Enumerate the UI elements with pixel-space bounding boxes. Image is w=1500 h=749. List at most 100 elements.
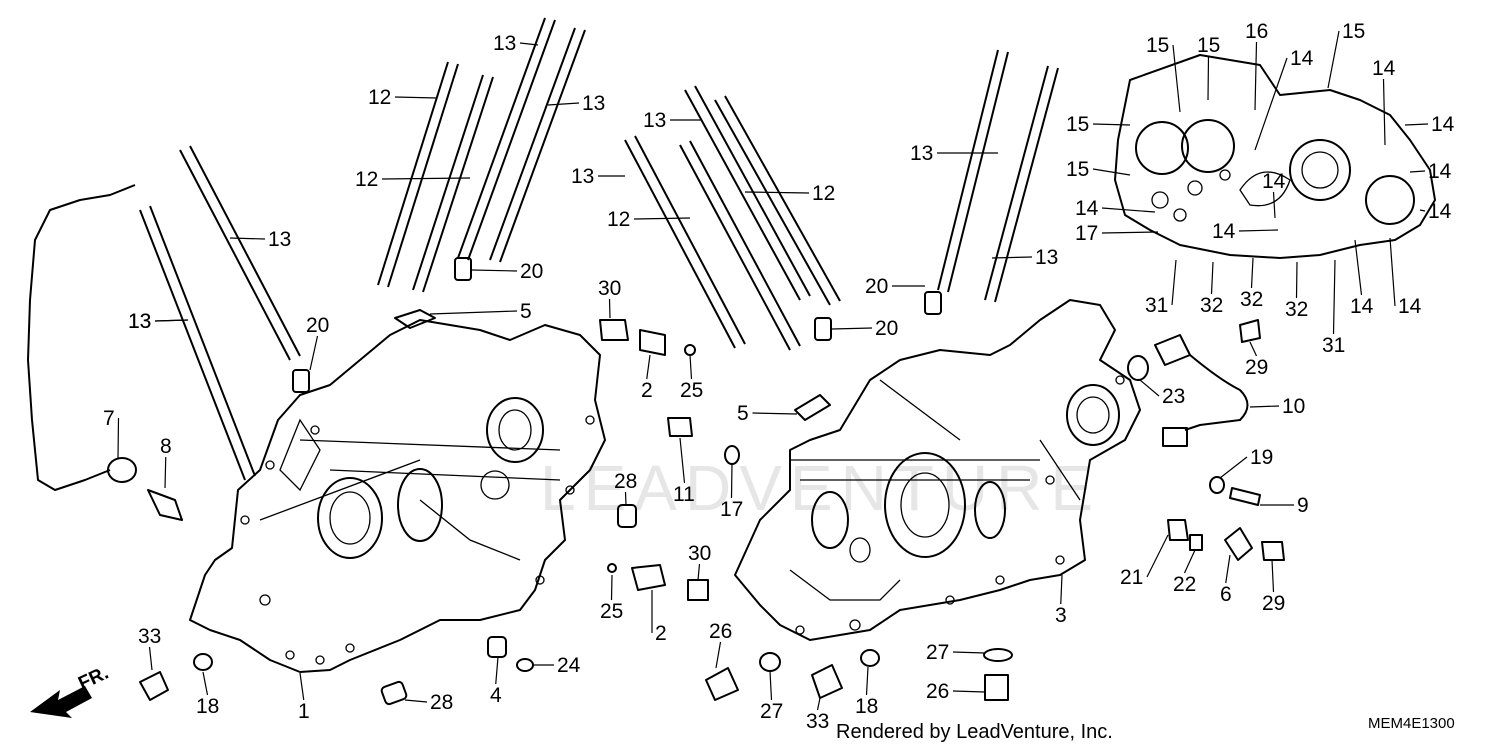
dowel-20c xyxy=(924,291,942,315)
leader-20-d xyxy=(831,327,873,330)
bolt-29b xyxy=(1261,541,1285,561)
dowel-pin-28a xyxy=(617,504,637,528)
callout-23: 23 xyxy=(1162,385,1185,408)
leader-14-d xyxy=(1409,170,1426,173)
callout-28-b: 28 xyxy=(430,691,453,714)
leader-3 xyxy=(1060,574,1063,605)
leader-14-h xyxy=(1238,229,1279,232)
callout-14-c: 14 xyxy=(1431,113,1455,136)
leader-14-a xyxy=(1254,57,1288,151)
callout-15-e: 15 xyxy=(1066,158,1089,181)
leader-12-d xyxy=(744,191,810,194)
callout-5-a: 5 xyxy=(520,300,532,323)
leader-29-a xyxy=(1249,341,1258,357)
bolt-30a xyxy=(599,319,629,341)
callout-13-e: 13 xyxy=(128,310,151,333)
callout-14-f: 14 xyxy=(1428,200,1452,223)
bolt-26a xyxy=(705,667,739,701)
callout-15-d: 15 xyxy=(1066,113,1089,136)
leader-25-b xyxy=(689,354,693,380)
leader-27-b xyxy=(952,651,986,654)
guide-plate-5b xyxy=(794,394,831,421)
leader-13-b xyxy=(229,237,266,240)
stud-bolt-r4 xyxy=(714,95,841,306)
leader-31-b xyxy=(1332,259,1336,335)
stud-bolt-r6 xyxy=(984,65,1059,303)
leader-8 xyxy=(164,456,167,489)
leader-20-b xyxy=(309,335,319,371)
leader-13-a xyxy=(519,42,539,46)
callout-6: 6 xyxy=(1220,583,1232,606)
bolt-33a xyxy=(139,671,169,701)
collar-21 xyxy=(1167,519,1189,541)
leader-13-e xyxy=(154,319,189,322)
dowel-20a xyxy=(292,369,310,393)
leader-18-b xyxy=(865,666,869,696)
callout-20-a: 20 xyxy=(520,260,543,283)
leader-15-d xyxy=(1092,123,1131,126)
stud-bolt-r5 xyxy=(937,49,1009,293)
callout-20-d: 20 xyxy=(875,317,898,340)
leader-29-b xyxy=(1271,559,1275,593)
callout-13-b: 13 xyxy=(268,228,291,251)
leader-2-b xyxy=(646,354,651,380)
leader-4 xyxy=(495,656,499,685)
leader-5-a xyxy=(429,310,518,315)
callout-30-b: 30 xyxy=(688,542,711,565)
stud-bolt-l5 xyxy=(457,17,556,261)
callout-31-b: 31 xyxy=(1322,334,1345,357)
bolt-30b xyxy=(687,579,709,601)
callout-22: 22 xyxy=(1173,573,1196,596)
leader-25-a xyxy=(610,574,613,601)
callout-32-b: 32 xyxy=(1240,288,1263,311)
callout-9: 9 xyxy=(1297,494,1309,517)
callout-13-i: 13 xyxy=(1035,246,1058,269)
leader-33-a xyxy=(148,646,153,671)
callout-14-b: 14 xyxy=(1372,57,1396,80)
leader-15-b xyxy=(1207,55,1210,101)
callout-14-a: 14 xyxy=(1290,47,1314,70)
callout-7: 7 xyxy=(103,407,115,430)
stud-bolt-r2 xyxy=(679,140,801,351)
leader-19 xyxy=(1219,456,1248,479)
callout-3: 3 xyxy=(1055,604,1067,627)
leader-30-a xyxy=(608,298,611,319)
callout-14-h: 14 xyxy=(1212,220,1236,243)
leader-23 xyxy=(1139,379,1160,397)
leader-5-b xyxy=(752,412,798,415)
neutral-switch xyxy=(147,489,183,521)
washer-25b xyxy=(607,563,617,573)
leader-15-c xyxy=(1327,30,1340,89)
footer-rendered-by: Rendered by LeadVenture, Inc. xyxy=(836,721,1113,743)
diagram-code: MEM4E1300 xyxy=(1368,715,1455,732)
callout-29-b: 29 xyxy=(1262,592,1285,615)
callout-25-b: 25 xyxy=(680,379,703,402)
callout-24: 24 xyxy=(557,654,581,677)
leader-13-i xyxy=(991,256,1033,259)
callout-11: 11 xyxy=(673,483,695,506)
callout-10: 10 xyxy=(1282,395,1305,418)
leader-14-g xyxy=(1101,207,1156,213)
callout-18-a: 18 xyxy=(196,695,219,718)
leader-20-a xyxy=(471,269,518,272)
collar-4 xyxy=(487,636,507,658)
leader-31-a xyxy=(1171,259,1177,306)
nut-22 xyxy=(1189,534,1203,551)
callout-26-a: 26 xyxy=(709,620,732,643)
leader-26-a xyxy=(715,641,722,669)
leader-12-a xyxy=(394,96,438,99)
washer-27a xyxy=(759,652,781,672)
stud-bolt-r3 xyxy=(684,85,811,301)
speed-sensor-cable xyxy=(27,184,136,491)
callout-14-e: 14 xyxy=(1262,170,1286,193)
callout-15-c: 15 xyxy=(1342,20,1365,43)
leader-22 xyxy=(1183,549,1196,574)
washer-27b xyxy=(983,648,1013,662)
leader-28-b xyxy=(404,699,428,703)
callout-8: 8 xyxy=(160,435,172,458)
callout-12-d: 12 xyxy=(812,182,835,205)
leader-16 xyxy=(1254,41,1258,111)
stud-bolt-l4 xyxy=(412,74,494,293)
callout-5-b: 5 xyxy=(737,402,749,425)
